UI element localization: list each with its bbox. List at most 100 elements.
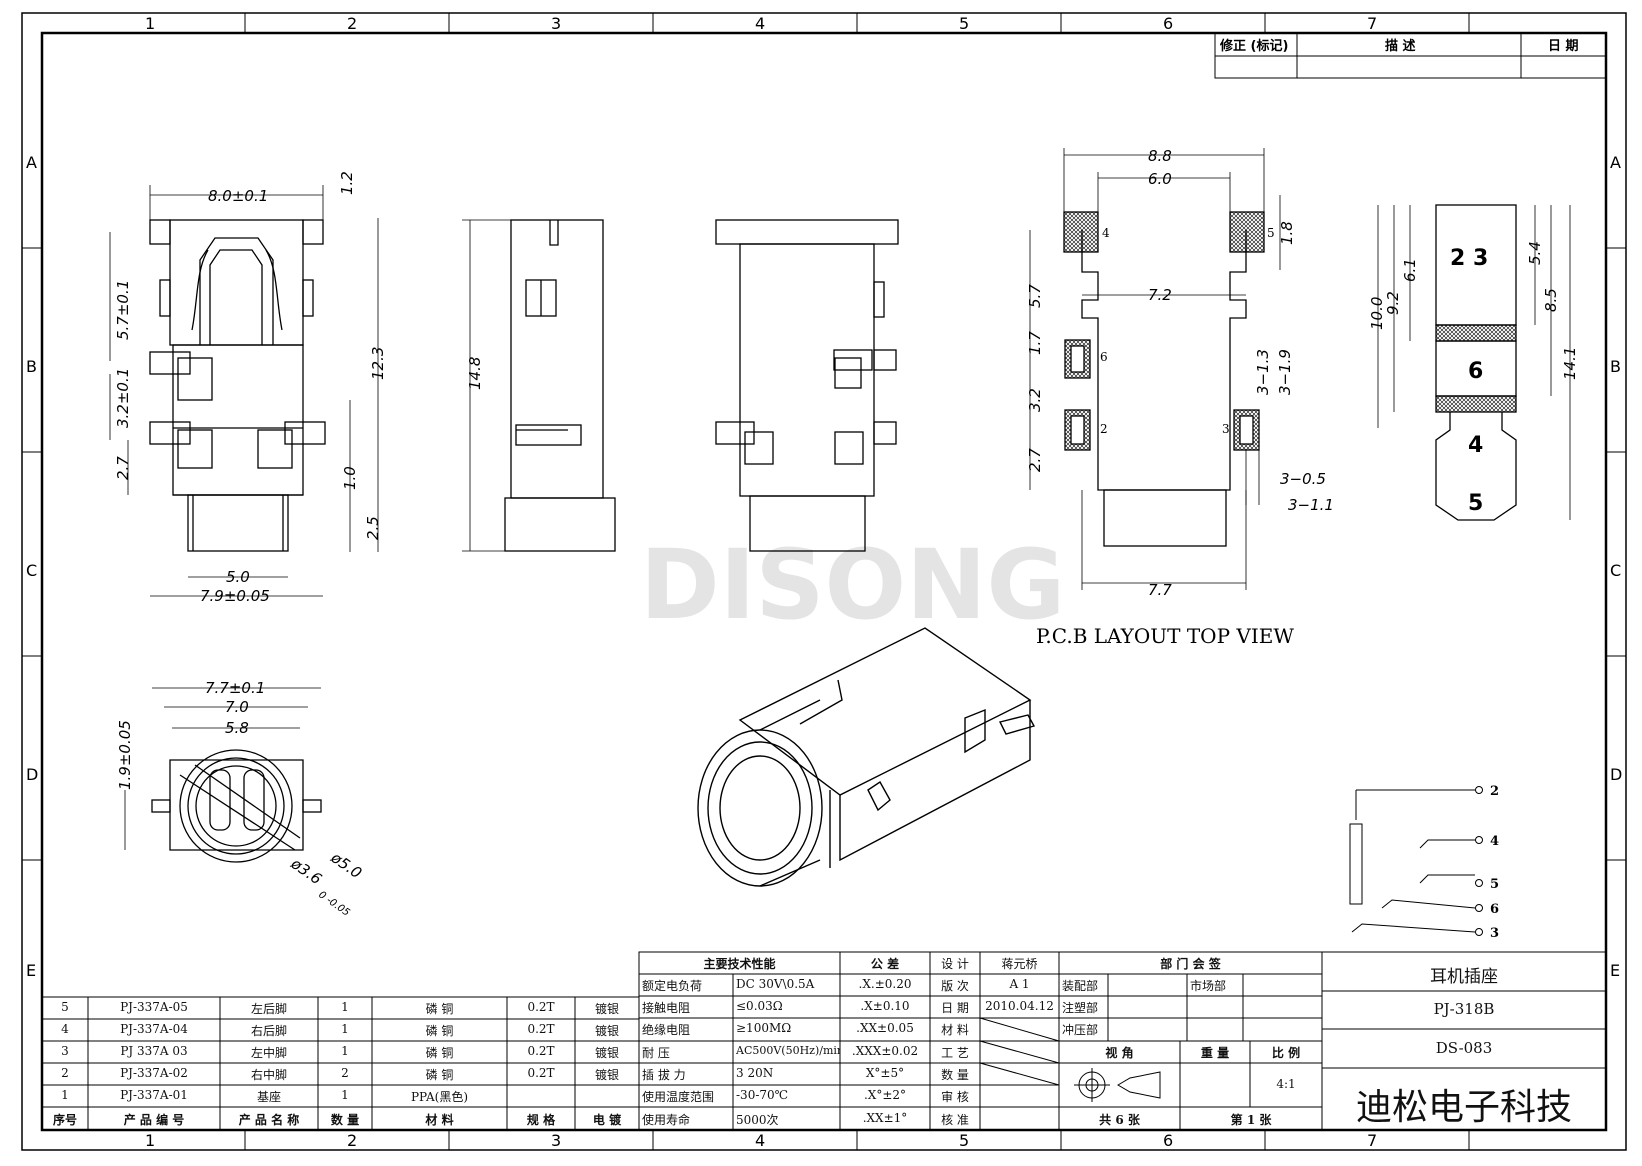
bom-cell: 3 — [61, 1044, 69, 1058]
bom-cell: PJ-337A-01 — [120, 1088, 188, 1102]
bom-cell: PPA(黑色) — [410, 1090, 469, 1104]
dim-side-height: 14.8 — [466, 357, 484, 390]
pcb-pin-label: 5 — [1267, 226, 1275, 240]
schematic-pin: 4 — [1490, 834, 1499, 849]
specs-title: 主要技术性能 — [703, 957, 776, 971]
bom-cell: 镀银 — [594, 1046, 619, 1060]
front-view-dimensions — [109, 185, 379, 597]
spec-value: ≥100MΩ — [736, 1021, 792, 1035]
dim-plug-d5: 8.5 — [1542, 288, 1560, 312]
spec-label: 耐 压 — [642, 1046, 670, 1060]
dim-pcb-w-bottom: 7.7 — [1148, 581, 1172, 599]
bom-cell: 磷 铜 — [425, 1046, 454, 1060]
bom-cell: 基座 — [256, 1090, 281, 1104]
dim-pcb-v3: 3.2 — [1026, 388, 1044, 412]
bom-cell: 右后脚 — [250, 1024, 287, 1038]
signoff-label: 审 核 — [941, 1090, 969, 1104]
dim-front-left-low: 2.7 — [114, 456, 132, 480]
col-label: 1 — [145, 1131, 155, 1150]
part-name: 耳机插座 — [1430, 967, 1498, 987]
front-view — [149, 219, 326, 552]
col-label: 2 — [347, 14, 357, 33]
revision-block — [1214, 32, 1607, 79]
dim-plug-d6: 14.1 — [1561, 347, 1579, 380]
schematic-pin: 2 — [1490, 784, 1499, 799]
schematic-pin: 6 — [1490, 902, 1499, 917]
dim-front-top-width: 8.0±0.1 — [208, 187, 268, 205]
revision-date-header: 日 期 — [1548, 39, 1579, 54]
bom-cell: 1 — [341, 1000, 349, 1014]
plug-label-5: 5 — [1468, 491, 1483, 516]
row-label: E — [26, 961, 36, 980]
bom-cell: 1 — [341, 1022, 349, 1036]
spec-label: 使用寿命 — [642, 1113, 691, 1127]
bom-header: 规 格 — [526, 1113, 556, 1127]
dim-pcb-w-mid: 7.2 — [1148, 286, 1172, 304]
dim-front-right-2: 2.5 — [364, 516, 382, 540]
tolerance-title: 公 差 — [870, 957, 900, 971]
bom-cell: 0.2T — [527, 1000, 555, 1014]
bom-cell: 0.2T — [527, 1022, 555, 1036]
dim-front-left-mid: 3.2±0.1 — [114, 368, 132, 428]
dim-end-w3: 5.8 — [225, 719, 249, 737]
dim-plug-d1: 10.0 — [1368, 297, 1386, 330]
revision-desc-header: 描 述 — [1385, 38, 1416, 54]
dept-label: 冲压部 — [1062, 1023, 1099, 1037]
col-label: 2 — [347, 1131, 357, 1150]
col-label: 6 — [1163, 14, 1173, 33]
bom-cell: 1 — [341, 1088, 349, 1102]
tolerance-value: .XX±1° — [862, 1111, 908, 1125]
signoff-label: 材 料 — [941, 1023, 969, 1037]
tolerance-value: .XXX±0.02 — [851, 1044, 919, 1058]
signoff-label: 工 艺 — [941, 1046, 969, 1060]
bom-cell: 1 — [341, 1044, 349, 1058]
dim-pcb-s1: 3−1.3 — [1254, 349, 1272, 395]
col-label: 4 — [755, 1131, 765, 1150]
bom-cell: 磷 铜 — [425, 1002, 454, 1016]
spec-label: 绝缘电阻 — [642, 1023, 691, 1037]
row-label: D — [1610, 765, 1622, 784]
tolerance-value: .X±0.10 — [860, 999, 910, 1013]
row-label: B — [1610, 357, 1621, 376]
bom-header: 产 品 编 号 — [123, 1113, 185, 1127]
col-label: 5 — [959, 14, 969, 33]
signoff-designer: 蒋元桥 — [1001, 957, 1038, 971]
spec-label: 插 拔 力 — [642, 1068, 686, 1082]
document-number: DS-083 — [1435, 1039, 1493, 1057]
bom-cell: 镀银 — [594, 1068, 619, 1082]
bom-cell: 磷 铜 — [425, 1068, 454, 1082]
dim-end-w1: 7.7±0.1 — [205, 679, 265, 697]
bom-cell: 1 — [61, 1088, 69, 1102]
col-label: 3 — [551, 1131, 561, 1150]
tolerance-value: X°±5° — [865, 1066, 905, 1080]
bom-cell: 磷 铜 — [425, 1024, 454, 1038]
bom-header: 材 料 — [425, 1113, 454, 1127]
watermark: DISONG — [640, 529, 1065, 641]
dept-total-sheets: 共 6 张 — [1099, 1113, 1140, 1127]
side-view-left — [504, 219, 616, 552]
tolerance-value: .XX±0.05 — [856, 1021, 914, 1035]
dim-end-d1: ø5.0 — [327, 848, 365, 882]
dept-scale-label: 比 例 — [1271, 1046, 1301, 1060]
spec-value: -30-70℃ — [736, 1088, 789, 1102]
revision-mark-header: 修正 (标记) — [1219, 38, 1288, 54]
col-label: 7 — [1367, 1131, 1377, 1150]
spec-label: 使用温度范围 — [642, 1090, 715, 1104]
pcb-caption: P.C.B LAYOUT TOP VIEW — [1036, 624, 1294, 648]
signoff-label: 核 准 — [941, 1113, 969, 1127]
schematic-pin: 5 — [1490, 877, 1499, 892]
plug-label-6: 6 — [1468, 359, 1483, 384]
end-view — [151, 749, 322, 863]
dim-front-bottom-1: 5.0 — [226, 568, 250, 586]
row-label: D — [26, 765, 38, 784]
signoff-date: 2010.04.12 — [985, 999, 1054, 1013]
spec-value: ≤0.03Ω — [736, 999, 783, 1013]
spec-value: 5000次 — [736, 1113, 779, 1127]
dim-front-right-height: 12.3 — [369, 347, 387, 380]
dim-plug-d2: 9.2 — [1384, 291, 1402, 315]
dim-end-w2: 7.0 — [225, 698, 249, 716]
dim-front-left-upper: 5.7±0.1 — [114, 280, 132, 340]
bom-cell: 2 — [61, 1066, 69, 1080]
dept-sheet-number: 第 1 张 — [1230, 1113, 1272, 1127]
dim-plug-d4: 5.4 — [1526, 241, 1544, 265]
